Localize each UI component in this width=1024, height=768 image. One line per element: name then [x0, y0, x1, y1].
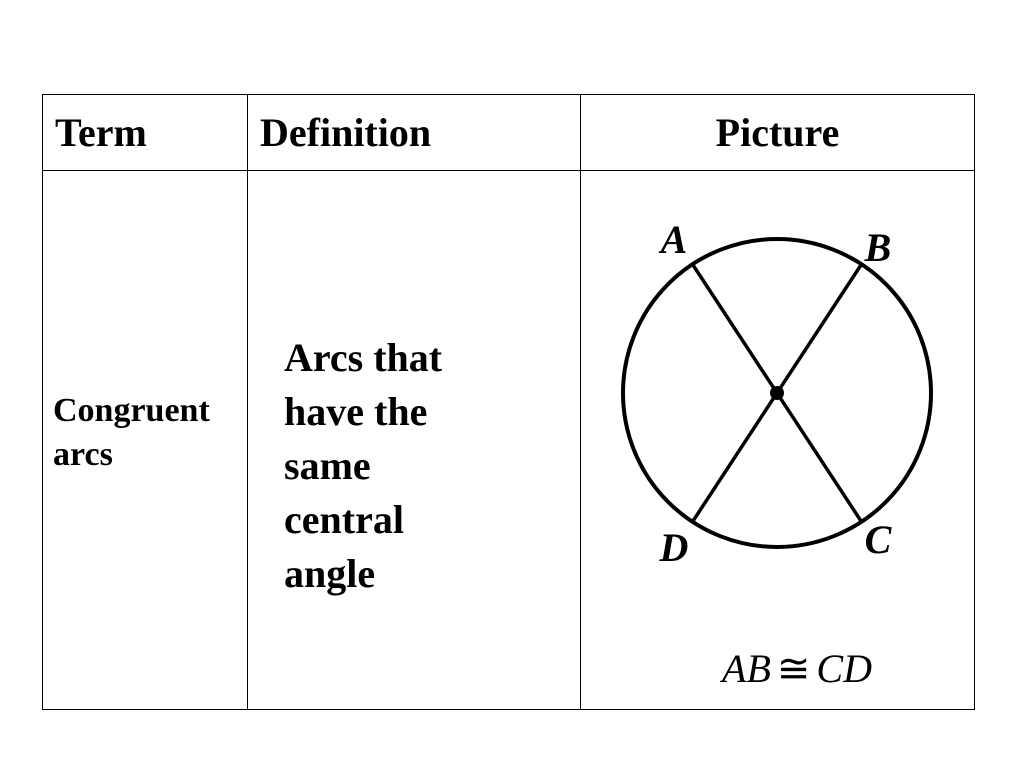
congruence-statement: AB≅CD — [581, 645, 975, 692]
header-row: Term Definition Picture — [42, 94, 975, 171]
picture-cell: A B C D AB≅CD — [580, 170, 975, 710]
point-label-b: B — [864, 225, 892, 270]
definition-line: Arcs that — [284, 335, 443, 380]
circle-outline — [621, 237, 933, 549]
definition-line: same — [284, 443, 371, 488]
caption-arc-cd: CD — [816, 646, 872, 691]
congruent-symbol: ≅ — [776, 646, 811, 691]
point-label-d: D — [659, 525, 689, 570]
vocabulary-table: Term Definition Picture Congruent arcs A… — [42, 94, 975, 710]
table-row: Congruent arcs Arcs that have the same c… — [42, 170, 975, 710]
term-cell: Congruent arcs — [42, 170, 248, 710]
point-label-c: C — [865, 517, 893, 562]
header-definition: Definition — [247, 94, 581, 171]
definition-line: angle — [284, 551, 376, 596]
header-picture: Picture — [580, 94, 975, 171]
point-label-a: A — [658, 217, 688, 262]
definition-cell: Arcs that have the same central angle — [247, 170, 581, 710]
center-point — [770, 386, 784, 400]
definition-line: have the — [284, 389, 428, 434]
caption-arc-ab: AB — [722, 646, 771, 691]
term-line: arcs — [53, 436, 113, 473]
term-line: Congruent — [53, 391, 210, 429]
header-term: Term — [42, 94, 248, 171]
congruent-arcs-diagram: A B C D — [621, 217, 933, 570]
definition-line: central — [284, 497, 404, 542]
